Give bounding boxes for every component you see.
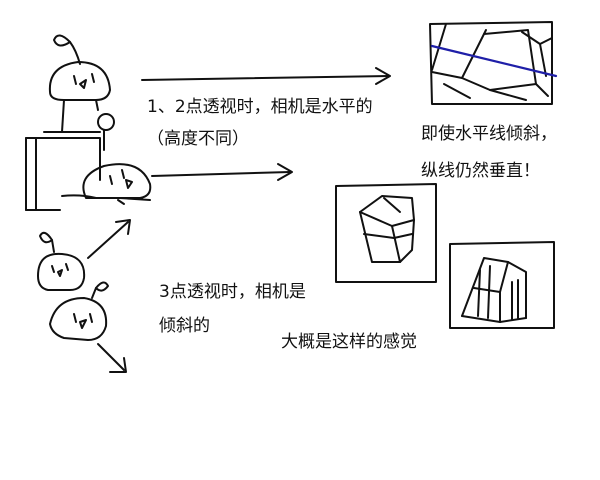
three-point-caption-line2: 倾斜的	[159, 316, 210, 336]
arrow-icon-downright	[97, 343, 127, 373]
tilted-blob-character-upper	[37, 231, 86, 291]
horizon-caption-line1: 即使水平线倾斜，	[421, 124, 557, 144]
two-point-caption-line1: 1、2点透视时，相机是水平的	[147, 97, 373, 117]
blob-character-on-box	[48, 34, 111, 133]
lying-blob-character	[61, 163, 152, 205]
three-point-perspective-sketch-bird	[335, 183, 437, 283]
arrow-icon-middle	[151, 163, 293, 181]
tilted-blob-character-lower	[49, 281, 109, 341]
three-point-perspective-sketch-worm	[449, 241, 555, 329]
horizon-caption-line2: 纵线仍然垂直！	[421, 161, 540, 181]
camera-icon	[97, 113, 115, 151]
two-point-perspective-sketch	[429, 21, 553, 105]
arrow-icon-top	[141, 67, 391, 85]
box	[25, 131, 101, 211]
arrow-icon-upright	[87, 219, 131, 259]
three-point-caption-line1: 3点透视时，相机是	[159, 282, 306, 302]
feeling-caption: 大概是这样的感觉	[281, 332, 417, 352]
two-point-caption-line2: （高度不同）	[147, 129, 249, 149]
horizon-line	[430, 44, 558, 78]
